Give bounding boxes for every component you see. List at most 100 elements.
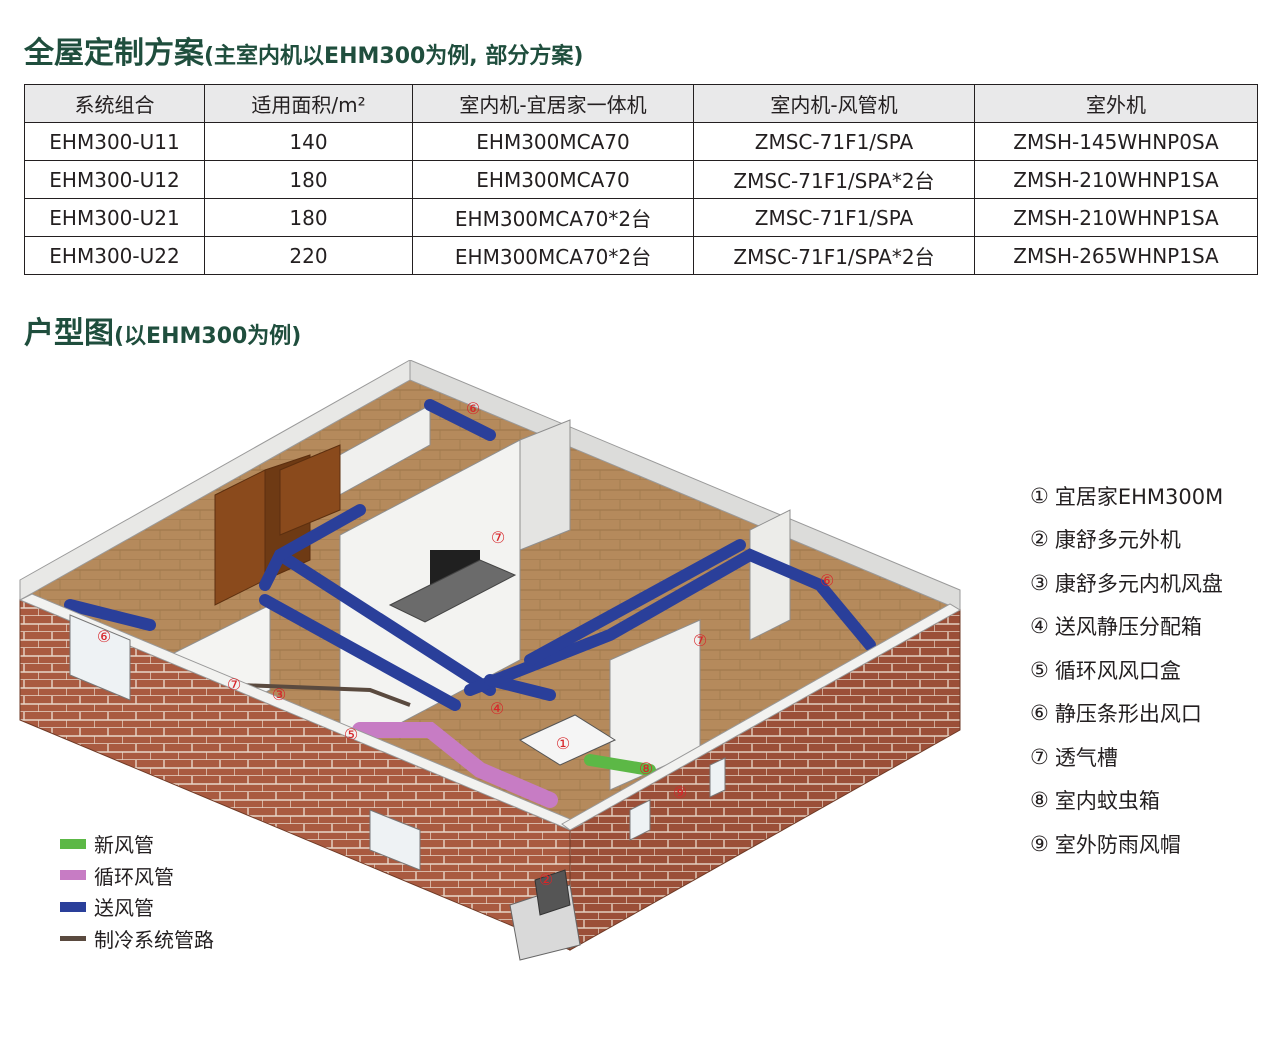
partition-wall (519, 419, 571, 551)
legend-label: 新风管 (94, 833, 154, 858)
tv-stand (388, 559, 517, 623)
window (369, 809, 421, 871)
header-system: 系统组合 (24, 84, 205, 123)
cell-system: EHM300-U12 (24, 160, 205, 199)
cell-system: EHM300-U11 (24, 122, 205, 161)
cell-system: EHM300-U22 (24, 236, 205, 275)
legend-label: 送风静压分配箱 (1054, 615, 1202, 640)
cell-indoor-duct: ZMSC-71F1/SPA (693, 198, 975, 237)
isometric-floorplan: ① ② ③ ④ ⑤ ⑥ ⑥ ⑥ ⑦ ⑦ ⑦ ⑧ ⑨ (18, 360, 961, 961)
wall-cap (561, 603, 961, 831)
window (709, 757, 726, 798)
legend-swatch (60, 870, 86, 881)
cell-system: EHM300-U21 (24, 198, 205, 237)
legend-swatch (60, 935, 86, 941)
return-duct (352, 722, 558, 808)
legend-num: ⑤ (1030, 657, 1049, 682)
outdoor-unit-fan (534, 869, 571, 916)
header-indoor-duct: 室内机-风管机 (693, 84, 975, 123)
marker-4: ④ (490, 699, 504, 718)
legend-item-fresh-air: 新风管 (60, 828, 280, 860)
legend-label: 康舒多元内机风盘 (1054, 571, 1223, 596)
legend-item-supply-air: 送风管 (60, 891, 280, 923)
legend-num: ① (1030, 483, 1049, 508)
legend-label: 循环风管 (94, 864, 174, 889)
cell-outdoor: ZMSH-265WHNP1SA (974, 236, 1258, 275)
duct-color-legend: 新风管 循环风管 送风管 制冷系统管路 (60, 828, 280, 954)
marker-2: ② (539, 870, 553, 889)
legend-num: ⑨ (1030, 831, 1049, 856)
cell-indoor-integrated: EHM300MCA70*2台 (412, 198, 694, 237)
table-header-row: 系统组合 适用面积/m² 室内机-宜居家一体机 室内机-风管机 室外机 (24, 84, 1258, 123)
cell-area: 220 (204, 236, 413, 275)
marker-6c: ⑥ (820, 571, 834, 590)
cell-area: 180 (204, 198, 413, 237)
fresh-air-duct (584, 754, 656, 776)
header-outdoor: 室外机 (974, 84, 1258, 123)
legend-label: 康舒多元外机 (1054, 528, 1181, 553)
marker-7c: ⑦ (227, 675, 241, 694)
cell-outdoor: ZMSH-145WHNP0SA (974, 122, 1258, 161)
floorplan-title-main: 户型图 (24, 316, 114, 351)
floorplan-title: 户型图(以EHM300为例) (24, 308, 301, 352)
legend-num: ② (1030, 527, 1049, 552)
marker-3: ③ (272, 685, 286, 704)
page-title: 全屋定制方案(主室内机以EHM300为例, 部分方案) (24, 28, 583, 72)
legend-label: 透气槽 (1054, 745, 1118, 770)
table-row: EHM300-U12 180 EHM300MCA70 ZMSC-71F1/SPA… (24, 160, 1258, 199)
legend-label: 送风管 (94, 896, 154, 921)
legend-item-refrigerant: 制冷系统管路 (60, 923, 280, 955)
legend-label: 循环风风口盒 (1054, 658, 1181, 683)
supply-ducts (64, 399, 876, 711)
page-title-sub: (主室内机以EHM300为例, 部分方案) (204, 44, 584, 69)
cell-indoor-duct: ZMSC-71F1/SPA*2台 (693, 236, 975, 275)
legend-num: ③ (1030, 570, 1049, 595)
back-wall-left (19, 360, 411, 601)
system-combination-table: 系统组合 适用面积/m² 室内机-宜居家一体机 室内机-风管机 室外机 EHM3… (24, 84, 1258, 275)
legend-num: ⑥ (1030, 701, 1049, 726)
table-row: EHM300-U21 180 EHM300MCA70*2台 ZMSC-71F1/… (24, 198, 1258, 237)
marker-7b: ⑦ (693, 631, 707, 650)
cell-outdoor: ZMSH-210WHNP1SA (974, 198, 1258, 237)
legend-num: ⑦ (1030, 744, 1049, 769)
wardrobe (279, 444, 341, 536)
partition-wall (749, 509, 791, 641)
floorplan-title-sub: (以EHM300为例) (114, 324, 302, 349)
legend-label: 室外防雨风帽 (1054, 832, 1181, 857)
legend-label: 室内蚊虫箱 (1054, 789, 1160, 814)
cell-indoor-duct: ZMSC-71F1/SPA (693, 122, 975, 161)
legend-swatch (60, 901, 86, 912)
cell-indoor-integrated: EHM300MCA70 (412, 122, 694, 161)
cell-area: 180 (204, 160, 413, 199)
header-area: 适用面积/m² (204, 84, 413, 123)
window (629, 799, 651, 841)
ehm300-unit (518, 714, 617, 766)
table-row: EHM300-U22 220 EHM300MCA70*2台 ZMSC-71F1/… (24, 236, 1258, 275)
marker-5: ⑤ (344, 725, 358, 744)
cell-area: 140 (204, 122, 413, 161)
legend-swatch (60, 838, 86, 849)
header-indoor-integrated: 室内机-宜居家一体机 (412, 84, 694, 123)
refrigerant-pipe (239, 683, 411, 707)
marker-7a: ⑦ (491, 528, 505, 547)
legend-num: ④ (1030, 614, 1049, 639)
wall-cap (18, 593, 584, 831)
page-title-main: 全屋定制方案 (24, 36, 204, 71)
marker-6b: ⑥ (97, 627, 111, 646)
cell-indoor-integrated: EHM300MCA70*2台 (412, 236, 694, 275)
table-row: EHM300-U11 140 EHM300MCA70 ZMSC-71F1/SPA… (24, 122, 1258, 161)
marker-8: ⑧ (639, 759, 653, 778)
legend-item-return-air: 循环风管 (60, 860, 280, 892)
marker-6a: ⑥ (466, 399, 480, 418)
markers: ① ② ③ ④ ⑤ ⑥ ⑥ ⑥ ⑦ ⑦ ⑦ ⑧ ⑨ (97, 399, 834, 889)
cell-indoor-integrated: EHM300MCA70 (412, 160, 694, 199)
